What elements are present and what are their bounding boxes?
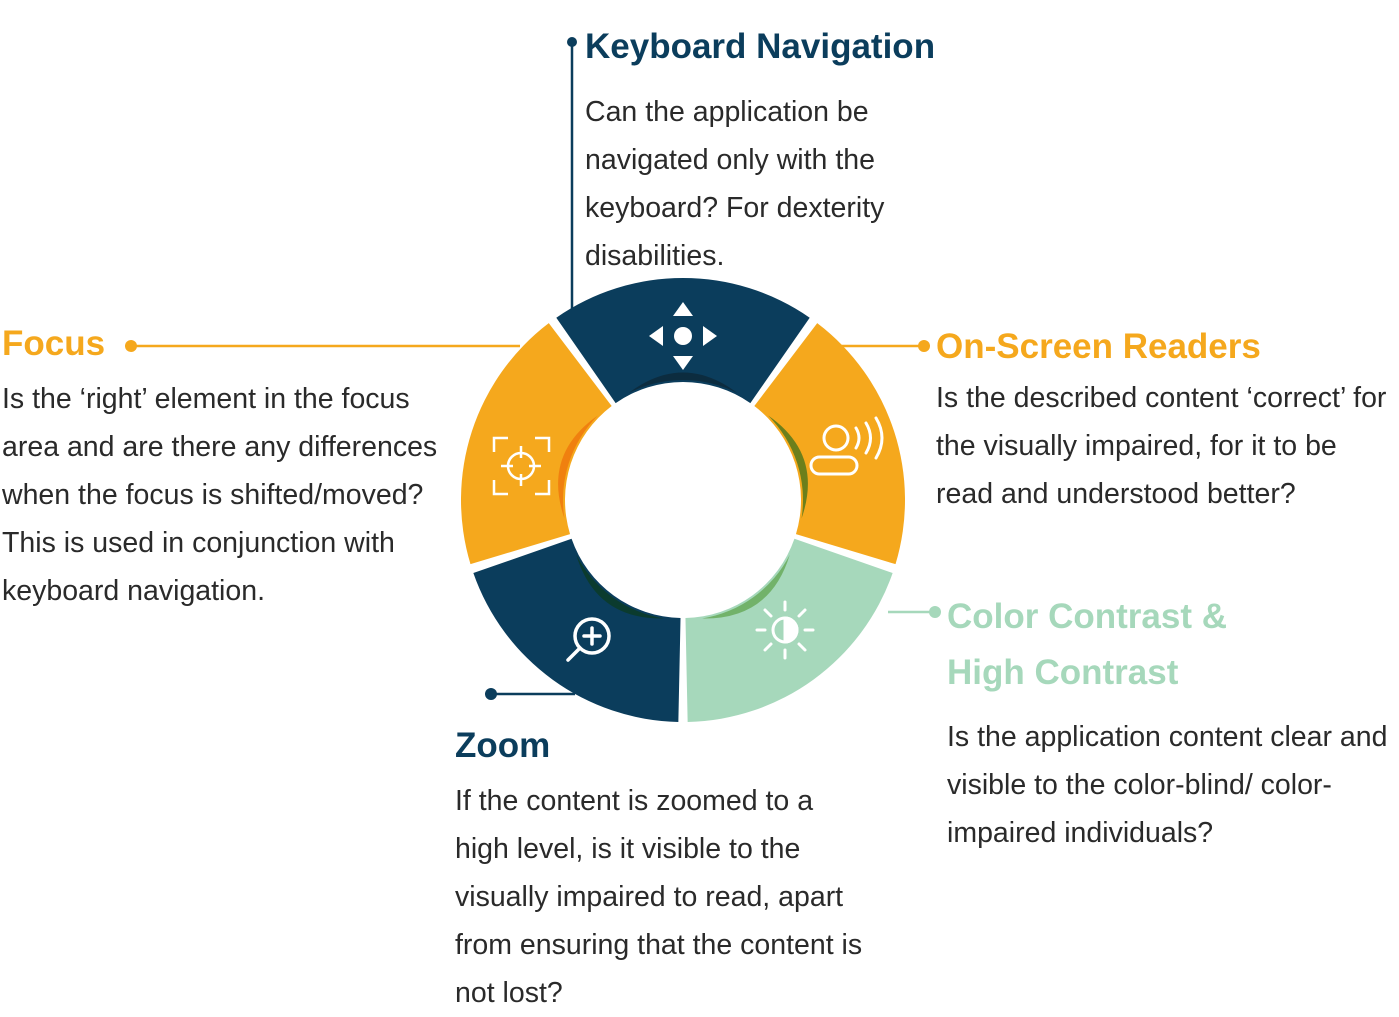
speaking-person-icon [809, 416, 884, 476]
connector-focus [125, 340, 520, 352]
zoom-in-icon [566, 617, 611, 662]
keyboard-section: Keyboard Navigation Can the application … [585, 26, 965, 280]
contrast-title-line1: Color Contrast & [947, 597, 1227, 636]
segment-keyboard-overlap [628, 372, 738, 393]
connector-screen-readers [838, 340, 930, 352]
wheel-center [569, 386, 797, 614]
segment-focus [461, 323, 612, 565]
screen-readers-section: On-Screen Readers Is the described conte… [936, 326, 1398, 518]
screen-readers-title: On-Screen Readers [936, 327, 1261, 366]
focus-crosshair-icon [492, 436, 551, 496]
focus-section: Focus Is the ‘right’ element in the focu… [2, 323, 472, 615]
contrast-section: Color Contrast & High Contrast Is the ap… [947, 589, 1397, 857]
connector-keyboard [567, 37, 577, 320]
zoom-section: Zoom If the content is zoomed to a high … [455, 725, 875, 1017]
arrows-move-icon [649, 302, 717, 370]
screen-readers-description: Is the described content ‘correct’ for t… [936, 382, 1387, 510]
segment-contrast-overlap [702, 554, 790, 619]
connector-zoom [485, 688, 575, 700]
contrast-sun-icon [755, 600, 815, 660]
contrast-title-line2: High Contrast [947, 653, 1179, 692]
segment-screen-readers-overlap [768, 415, 808, 519]
keyboard-title: Keyboard Navigation [585, 27, 936, 66]
segment-zoom-overlap [576, 554, 664, 619]
segment-screen-readers [754, 323, 905, 565]
focus-title: Focus [2, 324, 106, 363]
zoom-title: Zoom [455, 726, 551, 765]
focus-description: Is the ‘right’ element in the focus area… [2, 383, 438, 607]
connector-contrast [888, 606, 941, 618]
contrast-description: Is the application content clear and vis… [947, 721, 1388, 849]
keyboard-description: Can the application be navigated only wi… [585, 96, 885, 272]
zoom-description: If the content is zoomed to a high level… [455, 785, 863, 1009]
segment-focus-overlap [558, 415, 598, 519]
